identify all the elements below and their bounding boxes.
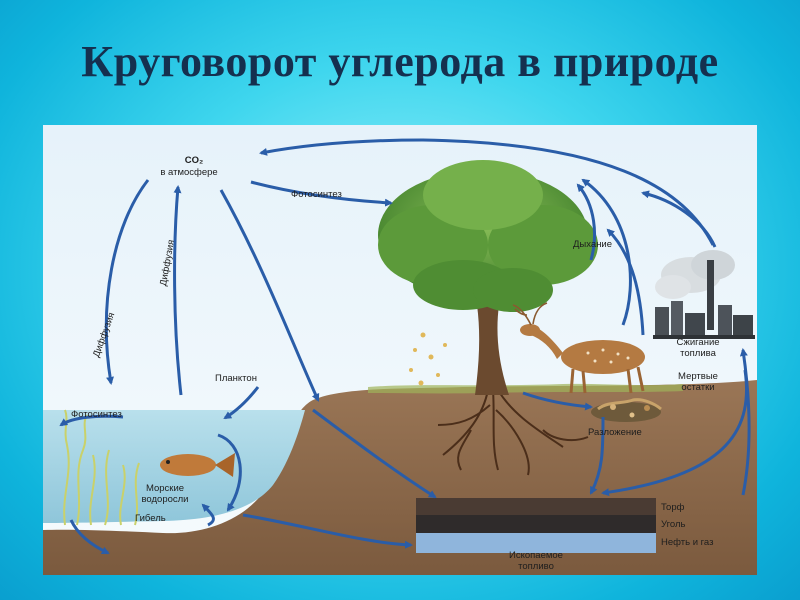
tree-trunk [475,305,509,395]
co2-label: CO₂ [184,155,204,166]
plankton-label: Планктон [215,373,257,384]
seaweed-sublabel: водоросли [141,494,189,505]
dead-remains-label: Мертвые [678,371,718,382]
coal-layer [416,515,656,533]
tree-crown [378,160,598,312]
factory [653,250,755,339]
fuel-burning-sublabel: топлива [680,348,716,359]
coal-label: Уголь [661,519,686,530]
tree-roots [437,389,589,476]
fish [160,453,235,477]
photosynthesis-water-label: Фотосинтез [71,409,122,420]
cycle-arrows [59,138,751,555]
dead-remains-sublabel: остатки [681,382,715,393]
photosynthesis-land-label: Фотосинтез [291,189,342,200]
co2-sublabel: в атмосфере [160,167,218,178]
dead-remains [591,398,662,422]
death-label: Гибель [135,513,166,524]
fuel-burning-label: Сжигание [676,337,720,348]
oil-gas-label: Нефть и газ [661,537,714,548]
peat-layer [416,498,656,515]
deer [512,302,645,394]
fossil-fuel-label: Ископаемое [509,550,563,561]
decomposition-label: Разложение [588,427,642,438]
seaweed-label: Морские [145,483,185,494]
grass [368,383,683,394]
fossil-fuel-sublabel: топливо [518,561,554,572]
oil-gas-layer [416,533,656,553]
peat-label: Торф [661,502,685,513]
carbon-cycle-diagram: CO₂ в атмосфере Фотосинтез Дыхание Диффу… [43,125,757,575]
respiration-label: Дыхание [573,239,613,250]
slide-title: Круговорот углерода в природе [81,37,719,86]
falling-leaves [409,332,447,386]
diagram-canvas [43,125,757,575]
